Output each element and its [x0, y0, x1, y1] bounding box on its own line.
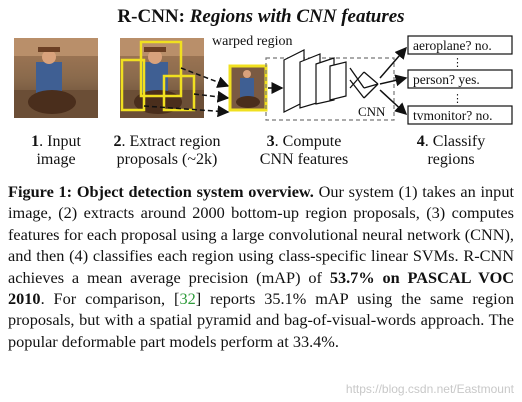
figure-caption: Figure 1: Object detection system overvi…: [8, 181, 514, 352]
step-4-label: 4. Classify regions: [416, 133, 486, 168]
caption-fig-label: Figure 1:: [8, 182, 73, 201]
title-italic: Regions with CNN features: [189, 6, 405, 27]
step-1-label: 1. Input image: [31, 133, 81, 168]
ellipsis-2: ⋮: [452, 92, 463, 105]
rcnn-pipeline-diagram: warped region CNN aeroplane? no. ⋮ perso…: [14, 34, 513, 125]
region-proposals-image: [120, 38, 204, 118]
step-2-label: 2. Extract region proposals (~2k): [113, 133, 221, 168]
figure-title: R-CNN: Regions with CNN features: [0, 6, 522, 28]
caption-fig-title: Object detection system overview.: [76, 182, 314, 201]
warped-region-image: [228, 64, 268, 112]
caption-text-3: ] reports 35.1% mAP using the same regio…: [8, 289, 514, 351]
caption-highlight: 53.7% on PASCAL VOC 2010: [8, 267, 515, 309]
output-person-text: person? yes.: [413, 72, 480, 87]
ellipsis-1: ⋮: [452, 56, 463, 69]
citation-link[interactable]: 32: [179, 289, 196, 309]
watermark: https://blog.csdn.net/Eastmount: [345, 382, 514, 396]
output-tvmonitor: tvmonitor? no.: [407, 105, 513, 125]
warped-region-label: warped region: [212, 34, 292, 49]
step-3-label: 3. Compute CNN features: [259, 133, 349, 168]
title-bold: R-CNN:: [117, 6, 185, 27]
cnn-label: CNN: [358, 104, 386, 119]
caption-text-1: Our system (1) takes an input image, (2)…: [8, 182, 514, 287]
output-tvmonitor-text: tvmonitor? no.: [413, 108, 493, 123]
caption-text-2: . For comparison, [: [40, 289, 180, 309]
input-image: [14, 38, 98, 118]
output-aeroplane: aeroplane? no.: [407, 35, 513, 55]
output-aeroplane-text: aeroplane? no.: [413, 38, 492, 53]
cnn-block: CNN: [265, 49, 395, 121]
output-person: person? yes.: [407, 69, 513, 89]
